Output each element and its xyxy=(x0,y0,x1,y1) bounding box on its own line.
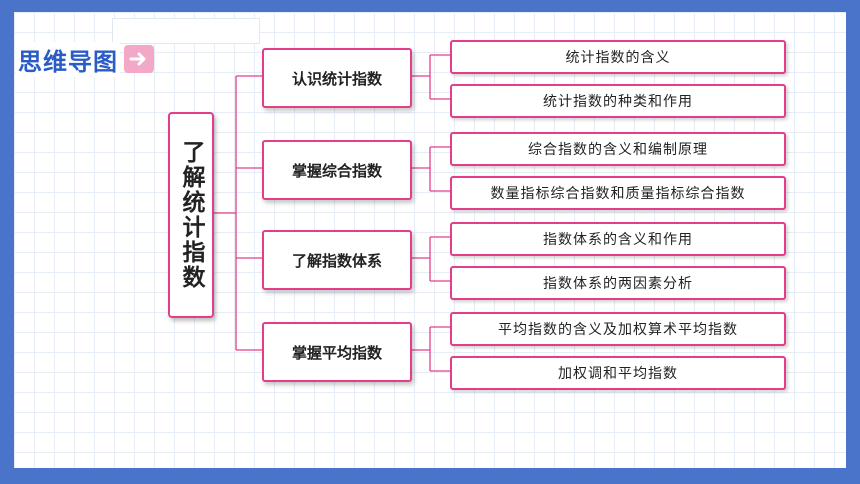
leaf-label: 指数体系的两因素分析 xyxy=(543,276,693,292)
branch-node-3: 了解指数体系 xyxy=(262,230,412,290)
leaf-label: 指数体系的含义和作用 xyxy=(543,232,693,248)
leaf-node: 加权调和平均指数 xyxy=(450,356,786,390)
branch-label: 掌握平均指数 xyxy=(291,343,382,362)
leaf-label: 统计指数的含义 xyxy=(565,50,671,66)
branch-label: 认识统计指数 xyxy=(291,69,382,88)
root-label: 了解统计指数 xyxy=(178,140,204,290)
branch-node-2: 掌握综合指数 xyxy=(262,140,412,200)
branch-node-4: 掌握平均指数 xyxy=(262,322,412,382)
branch-label: 掌握综合指数 xyxy=(291,161,382,180)
leaf-label: 加权调和平均指数 xyxy=(558,366,678,382)
leaf-node: 指数体系的两因素分析 xyxy=(450,266,786,300)
root-node: 了解统计指数 xyxy=(168,112,214,318)
branch-node-1: 认识统计指数 xyxy=(262,48,412,108)
leaf-node: 指数体系的含义和作用 xyxy=(450,222,786,256)
leaf-label: 平均指数的含义及加权算术平均指数 xyxy=(498,322,738,338)
leaf-node: 统计指数的含义 xyxy=(450,40,786,74)
leaf-node: 统计指数的种类和作用 xyxy=(450,84,786,118)
page-title: 思维导图 xyxy=(16,41,120,77)
leaf-label: 统计指数的种类和作用 xyxy=(543,94,693,110)
leaf-label: 综合指数的含义和编制原理 xyxy=(528,142,708,158)
leaf-node: 数量指标综合指数和质量指标综合指数 xyxy=(450,176,786,210)
arrow-right-icon xyxy=(124,45,154,73)
leaf-label: 数量指标综合指数和质量指标综合指数 xyxy=(490,186,746,202)
leaf-node: 综合指数的含义和编制原理 xyxy=(450,132,786,166)
branch-label: 了解指数体系 xyxy=(291,251,382,270)
decorative-strip xyxy=(112,18,260,44)
mindmap-header: 思维导图 xyxy=(16,41,154,77)
leaf-node: 平均指数的含义及加权算术平均指数 xyxy=(450,312,786,346)
